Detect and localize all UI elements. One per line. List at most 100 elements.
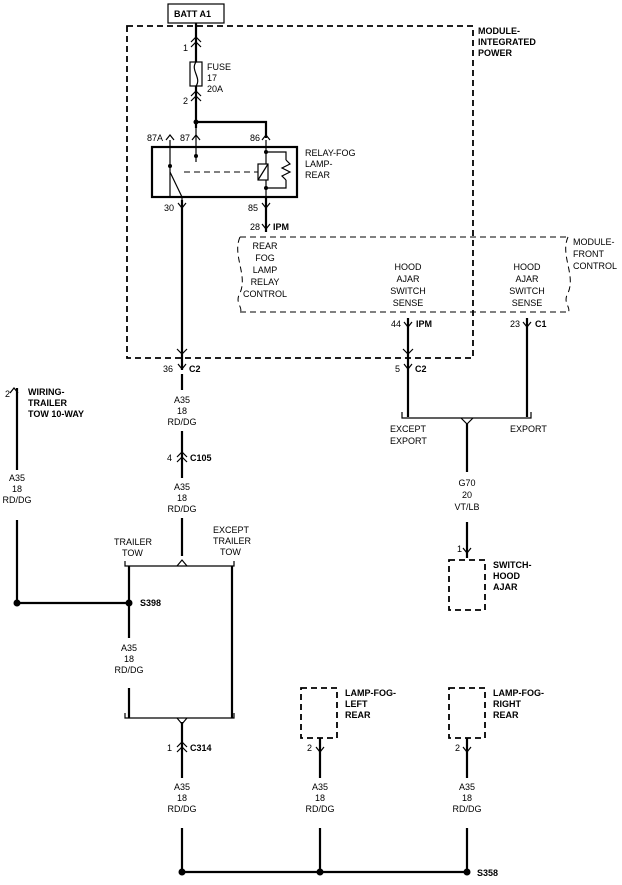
ipm-label-3: POWER [478,48,513,58]
bracket-notch [460,417,474,425]
a35-trailer-3: RD/DG [3,495,32,505]
fcm-outline-left [237,236,243,313]
option-bracket-top [124,561,235,567]
a35-seg2-3: RD/DG [168,504,197,514]
a35-right-3: RD/DG [453,804,482,814]
g70-3: VT/LB [454,502,479,512]
trailer-label-2: TRAILER [28,398,67,408]
fcm-func1-5: CONTROL [243,289,287,299]
hood-switch-label-1: SWITCH- [493,560,532,570]
fcm-func2-4: SENSE [393,298,424,308]
fog-right-label-3: REAR [493,710,519,720]
relay-label-1: RELAY-FOG [305,148,356,158]
fog-left-pin-symbol [315,746,325,753]
trailer-tow-1: TRAILER [114,537,153,547]
a35-seg2-2: 18 [177,493,187,503]
a35-left-1: A35 [312,782,328,792]
connector-symbol [190,90,202,102]
pin-28-symbol [261,223,271,230]
pin-5-symbol [403,363,413,370]
a35-right-1: A35 [459,782,475,792]
pin-44-conn: IPM [416,319,432,329]
fuse-label-3: 20A [207,84,223,94]
pin-36: 36 [163,364,173,374]
splice-dot [13,599,21,607]
fcm-label-1: MODULE- [573,237,615,247]
hood-switch-pin: 1 [457,544,462,554]
a35-left-2: 18 [315,793,325,803]
fcm-label-3: CONTROL [573,261,617,271]
pin-5-conn: C2 [415,364,427,374]
s398-label: S398 [140,598,161,608]
fcm-func2-2: AJAR [396,274,420,284]
a35-seg2-1: A35 [174,482,190,492]
except-trailer-1: EXCEPT [213,525,250,535]
relay-switch-arm [169,171,183,198]
a35-left-3: RD/DG [306,804,335,814]
pin-44-symbol [403,321,413,328]
pin-36-conn: C2 [189,364,201,374]
fog-left-label-3: REAR [345,710,371,720]
pin-44: 44 [391,319,401,329]
label-bg [112,638,148,688]
fog-right-label-1: LAMP-FOG- [493,688,544,698]
pin-86-symbol [261,134,271,141]
ipm-module-outline [126,25,474,359]
a35-right-2: 18 [462,793,472,803]
fcm-func2-1: HOOD [395,262,423,272]
contact-dot [194,154,198,158]
a35-seg3-3: RD/DG [115,665,144,675]
except-export-1: EXCEPT [390,424,427,434]
pin-23: 23 [510,319,520,329]
arrow-symbol [402,348,414,355]
hood-switch-outline [448,559,486,611]
trailer-conn-pin: 2 [5,389,10,399]
a35-seg1-2: 18 [177,406,187,416]
label-bg [165,778,199,828]
a35-trailer-1: A35 [9,473,25,483]
relay-pin-30: 30 [164,203,174,213]
feed-to-86-wire [196,120,268,138]
a35-seg4-1: A35 [174,782,190,792]
contact-dot [264,150,268,154]
a35-seg3-2: 18 [124,654,134,664]
fuse-pin-top: 1 [183,43,188,53]
coil-diagonal [257,163,269,181]
label-bg [303,778,337,828]
a35-trailer-2: 18 [12,484,22,494]
g70-1: G70 [458,478,475,488]
fog-left-outline [300,687,338,739]
fog-right-pin-symbol [462,746,472,753]
c314-conn: C314 [190,743,212,753]
c105-symbol [176,451,188,463]
relay-pin-87: 87 [180,133,190,143]
relay-pin-85: 85 [248,203,258,213]
fuse-element [193,61,199,87]
fog-right-label-2: RIGHT [493,699,522,709]
a35-seg4-3: RD/DG [168,804,197,814]
fuse-label-1: FUSE [207,62,231,72]
contact-dot [264,186,268,190]
hood-switch-label-3: AJAR [493,582,518,592]
bracket-notch [176,559,188,567]
fcm-label-2: FRONT [573,249,604,259]
fog-left-pin: 2 [307,743,312,753]
except-trailer-2: TRAILER [213,536,252,546]
ipm-pin-28: 28 [250,222,260,232]
pin-87a-symbol [165,134,175,141]
relay-pin-86: 86 [250,133,260,143]
relay-coil [257,163,269,181]
relay-box [150,145,299,199]
fuse-pin-bottom: 2 [183,96,188,106]
hood-switch-label-2: HOOD [493,571,521,581]
c105-conn: C105 [190,453,212,463]
c314-symbol [176,741,188,753]
splice-dot [178,868,186,876]
export-label: EXPORT [510,424,547,434]
s358-splice [463,868,471,876]
fcm-func3-3: SWITCH [509,286,545,296]
export-bracket [401,412,532,419]
except-export-2: EXPORT [390,436,427,446]
arrow-symbol [176,348,188,355]
